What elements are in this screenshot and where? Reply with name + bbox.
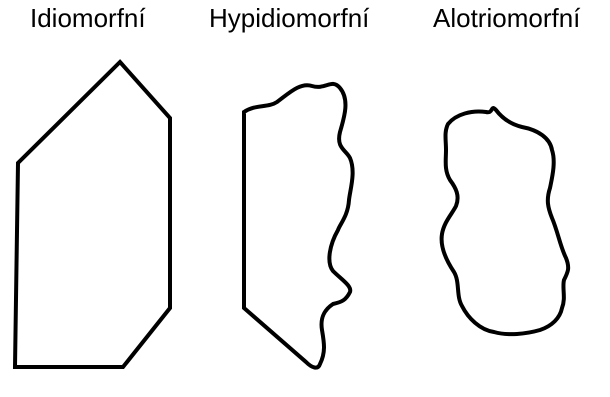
idiomorphic-crystal-outline bbox=[15, 62, 170, 367]
allotriomorphic-crystal-outline bbox=[442, 108, 569, 334]
hypidiomorphic-crystal-outline bbox=[244, 84, 353, 368]
